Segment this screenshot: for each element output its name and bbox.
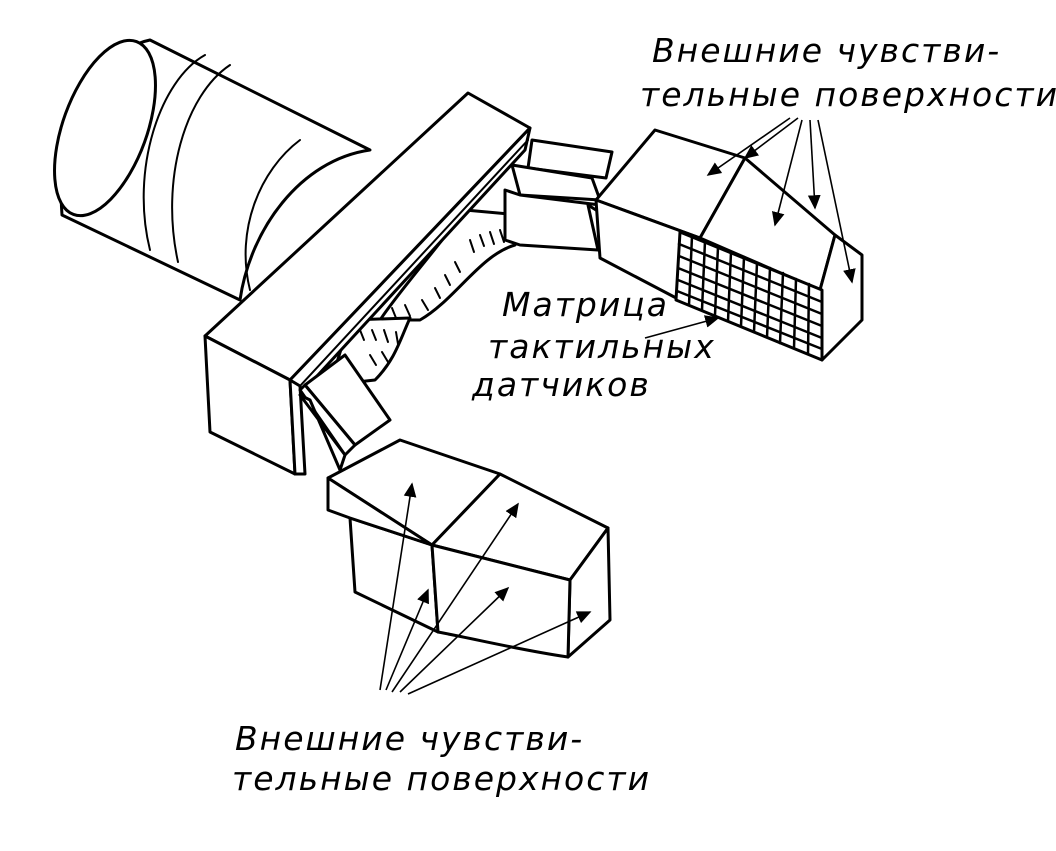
label-matrix-line2: тактильных — [488, 327, 716, 366]
label-bottom-surfaces-line1: Внешние чувстви- — [235, 719, 584, 758]
lower-finger-connector — [298, 353, 392, 472]
motor-cylinder — [53, 38, 372, 302]
main-body-block — [203, 91, 532, 476]
label-bottom-surfaces-line2: тельные поверхности — [232, 759, 651, 798]
label-top-surfaces-line1: Внешние чувстви- — [652, 31, 1001, 70]
label-matrix-line1: Матрица — [502, 285, 669, 324]
tactile-sensor-matrix — [674, 230, 824, 362]
label-top-surfaces-line2: тельные поверхности — [640, 75, 1056, 114]
bottom-surface-arrows — [379, 482, 592, 695]
top-surface-arrows — [706, 117, 856, 284]
matrix-arrow — [644, 315, 720, 339]
upper-finger — [594, 128, 864, 362]
label-matrix-line3: датчиков — [471, 365, 651, 404]
lower-finger — [326, 438, 612, 659]
